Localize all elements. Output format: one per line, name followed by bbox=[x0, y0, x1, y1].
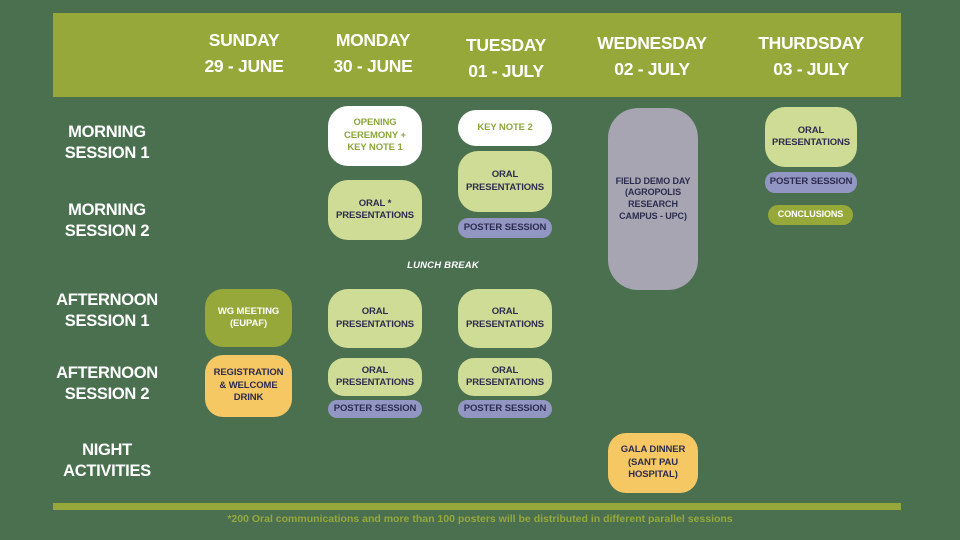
row-label-afternoon-session-2: AFTERNOON SESSION 2 bbox=[37, 363, 177, 406]
event-oral-presentations: ORAL PRESENTATIONS bbox=[458, 289, 552, 348]
row-label-line: NIGHT bbox=[82, 441, 132, 459]
row-label-morning-session-2: MORNING SESSION 2 bbox=[37, 200, 177, 243]
row-label-line: AFTERNOON bbox=[56, 291, 158, 309]
event-opening-ceremony-keynote1: OPENING CEREMONY + KEY NOTE 1 bbox=[328, 106, 422, 166]
row-label-line: SESSION 1 bbox=[64, 144, 150, 163]
event-poster-session: POSTER SESSION bbox=[328, 400, 422, 418]
row-label-line: MORNING bbox=[68, 201, 146, 219]
day-header-tuesday: TUESDAY 01 - JULY bbox=[446, 32, 566, 85]
row-label-line: SESSION 2 bbox=[64, 385, 150, 404]
day-name: MONDAY bbox=[335, 30, 411, 50]
row-label-line: SESSION 1 bbox=[64, 312, 150, 331]
day-date: 29 - JUNE bbox=[204, 56, 284, 77]
day-header-sunday: SUNDAY 29 - JUNE bbox=[184, 27, 304, 80]
event-registration-welcome-drink: REGISTRATION & WELCOME DRINK bbox=[205, 355, 292, 417]
event-oral-presentations: ORAL PRESENTATIONS bbox=[458, 151, 552, 212]
day-header-monday: MONDAY 30 - JUNE bbox=[313, 27, 433, 80]
day-header-thursday: THURDSDAY 03 - JULY bbox=[736, 30, 886, 83]
row-label-line: MORNING bbox=[68, 123, 146, 141]
row-label-line: ACTIVITIES bbox=[63, 462, 151, 481]
day-date: 30 - JUNE bbox=[333, 56, 413, 77]
days-header-bar: SUNDAY 29 - JUNE MONDAY 30 - JUNE TUESDA… bbox=[53, 13, 901, 97]
day-name: TUESDAY bbox=[466, 35, 546, 55]
event-oral-presentations: ORAL * PRESENTATIONS bbox=[328, 180, 422, 240]
bottom-divider-bar bbox=[53, 503, 901, 510]
event-conclusions: CONCLUSIONS bbox=[768, 205, 853, 225]
event-oral-presentations: ORAL PRESENTATIONS bbox=[458, 358, 552, 396]
row-label-night-activities: NIGHT ACTIVITIES bbox=[37, 440, 177, 483]
event-field-demo-day: FIELD DEMO DAY (AGROPOLIS RESEARCH CAMPU… bbox=[608, 108, 698, 290]
day-name: WEDNESDAY bbox=[597, 33, 707, 53]
event-poster-session: POSTER SESSION bbox=[458, 400, 552, 418]
event-oral-presentations: ORAL PRESENTATIONS bbox=[328, 289, 422, 348]
row-label-line: AFTERNOON bbox=[56, 364, 158, 382]
day-date: 03 - JULY bbox=[773, 59, 849, 80]
event-gala-dinner: GALA DINNER (SANT PAU HOSPITAL) bbox=[608, 433, 698, 493]
footnote: *200 Oral communications and more than 1… bbox=[227, 513, 733, 525]
day-date: 02 - JULY bbox=[614, 59, 690, 80]
event-wg-meeting: WG MEETING (EUPAF) bbox=[205, 289, 292, 347]
event-poster-session: POSTER SESSION bbox=[765, 172, 857, 193]
event-oral-presentations: ORAL PRESENTATIONS bbox=[328, 358, 422, 396]
row-label-morning-session-1: MORNING SESSION 1 bbox=[37, 122, 177, 165]
day-name: THURDSDAY bbox=[758, 33, 864, 53]
row-label-afternoon-session-1: AFTERNOON SESSION 1 bbox=[37, 290, 177, 333]
row-label-line: SESSION 2 bbox=[64, 222, 150, 241]
day-header-wednesday: WEDNESDAY 02 - JULY bbox=[577, 30, 727, 83]
day-name: SUNDAY bbox=[208, 30, 280, 50]
day-date: 01 - JULY bbox=[468, 61, 544, 82]
event-oral-presentations: ORAL PRESENTATIONS bbox=[765, 107, 857, 167]
lunch-break-label: LUNCH BREAK bbox=[407, 260, 479, 271]
event-poster-session: POSTER SESSION bbox=[458, 218, 552, 238]
event-keynote-2: KEY NOTE 2 bbox=[458, 110, 552, 146]
